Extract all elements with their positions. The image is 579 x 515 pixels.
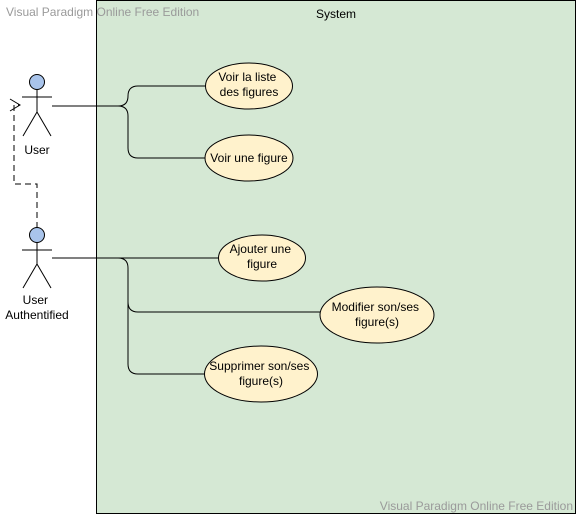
svg-text:User Authentified: User Authentified	[5, 293, 68, 322]
edge-auth-supprimer[interactable]	[127, 302, 205, 375]
actor-user[interactable]: User	[22, 74, 52, 158]
edge-user-voir-figure[interactable]	[117, 105, 205, 159]
use-case-ajouter-line2: figure	[247, 257, 277, 271]
use-case-voir-liste-line2: des figures	[220, 85, 279, 99]
generalization-arrowhead	[9, 98, 21, 112]
edge-user-voir-liste[interactable]	[52, 85, 206, 107]
use-case-voir-liste[interactable]: Voir la liste des figures	[205, 62, 293, 110]
use-case-voir-figure[interactable]: Voir une figure	[204, 134, 294, 182]
watermark-bottom-right: Visual Paradigm Online Free Edition	[380, 499, 573, 513]
use-case-modifier-line1: Modifier son/ses	[332, 300, 419, 314]
use-case-supprimer-figure[interactable]: Supprimer son/ses figure(s)	[204, 345, 318, 403]
use-case-supprimer-line2: figure(s)	[239, 374, 283, 388]
use-case-voir-figure-line1: Voir une figure	[210, 151, 288, 165]
use-case-ajouter-figure[interactable]: Ajouter une figure	[218, 234, 306, 282]
system-title: System	[316, 7, 356, 21]
svg-text:User: User	[24, 143, 49, 157]
use-case-ajouter-line1: Ajouter une	[230, 242, 292, 256]
use-case-voir-liste-line1: Voir la liste	[218, 70, 276, 84]
svg-text:Voir la liste des figure: Voir la liste des figures	[218, 70, 279, 99]
system-boundary[interactable]	[96, 0, 576, 514]
actor-auth-head	[29, 227, 45, 243]
use-case-supprimer-line1: Supprimer son/ses	[209, 359, 309, 373]
watermark-top-left: Visual Paradigm Online Free Edition	[6, 5, 199, 19]
svg-text:Voir une figure: Voir une figure	[210, 151, 288, 165]
use-case-modifier-line2: figure(s)	[355, 315, 399, 329]
actor-auth-label-line2: Authentified	[5, 308, 68, 322]
generalization-edge[interactable]	[13, 104, 38, 228]
actor-user-authenticated[interactable]: User Authentified	[5, 227, 69, 323]
actor-user-head	[29, 74, 45, 90]
use-case-modifier-figure[interactable]: Modifier son/ses figure(s)	[319, 286, 435, 344]
actor-user-label: User	[24, 143, 49, 157]
svg-text:Modifier son/ses figure(: Modifier son/ses figure(s)	[332, 300, 423, 329]
svg-text:Ajouter une figure: Ajouter une figure	[230, 242, 295, 271]
svg-text:Supprimer son/ses figure: Supprimer son/ses figure(s)	[209, 359, 312, 388]
actor-auth-label-line1: User	[23, 293, 48, 307]
